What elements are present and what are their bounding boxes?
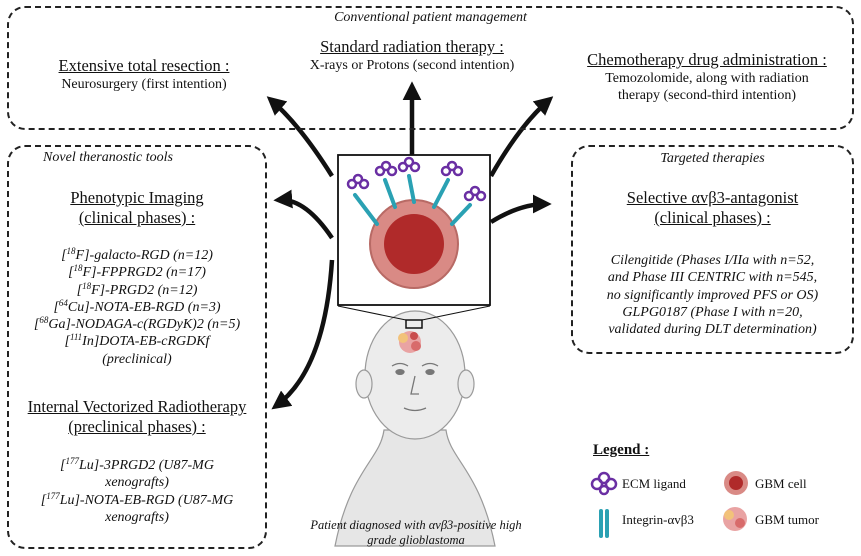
arrows bbox=[266, 81, 554, 410]
radiation-block: Standard radiation therapy : X-rays or P… bbox=[280, 37, 544, 74]
radiotherapy-block: Internal Vectorized Radiotherapy (precli… bbox=[6, 397, 268, 437]
imaging-item-1: [18F]-galacto-RGD (n=12) bbox=[61, 246, 213, 264]
chemo-detail-2: therapy (second-third intention) bbox=[617, 88, 797, 103]
radiotherapy-item-2b: xenografts) bbox=[105, 509, 169, 525]
theranostic-box bbox=[7, 145, 267, 549]
legend-label-integrin: Integrin-αvβ3 bbox=[622, 512, 694, 527]
targeted-line-4: GLPG0187 (Phase I with n=20, bbox=[622, 304, 803, 320]
imaging-item-5: [68Ga]-NODAGA-c(RGDyK)2 (n=5) bbox=[33, 315, 241, 333]
legend-label-gbm-tumor: GBM tumor bbox=[755, 512, 819, 527]
imaging-item-3: [18F]-PRGD2 (n=12) bbox=[76, 280, 198, 298]
radiotherapy-list: [177Lu]-3PRGD2 (U87-MG xenografts) [177L… bbox=[10, 457, 264, 526]
arrow-to-resection bbox=[266, 96, 334, 178]
radiotherapy-item-1b: xenografts) bbox=[105, 475, 169, 491]
targeted-therapies-box bbox=[571, 145, 854, 354]
targeted-heading-2: (clinical phases) : bbox=[654, 208, 771, 227]
legend-label-gbm-cell: GBM cell bbox=[755, 476, 807, 491]
legend-title: Legend : bbox=[593, 442, 650, 458]
patient-caption: Patient diagnosed with αvβ3-positive hig… bbox=[286, 518, 546, 548]
patient-face bbox=[391, 362, 439, 412]
arrow-to-chemo bbox=[489, 96, 554, 178]
arrow-to-targeted bbox=[489, 194, 552, 224]
gbm-tumor-icon bbox=[723, 507, 747, 531]
theranostic-title: Novel theranostic tools bbox=[43, 150, 173, 165]
chemo-heading: Chemotherapy drug administration : bbox=[587, 50, 827, 69]
imaging-list: [18F]-galacto-RGD (n=12) [18F]-FPPRGD2 (… bbox=[10, 247, 264, 368]
arrow-to-imaging bbox=[273, 189, 334, 240]
head-tumor-icon bbox=[337, 305, 491, 353]
imaging-item-last: (preclinical) bbox=[102, 351, 172, 367]
radiotherapy-heading-1: Internal Vectorized Radiotherapy bbox=[27, 397, 247, 416]
chemo-detail-1: Temozolomide, along with radiation bbox=[605, 71, 809, 86]
imaging-heading-2: (clinical phases) : bbox=[78, 208, 196, 227]
patient-caption-line-2: grade glioblastoma bbox=[367, 533, 465, 547]
gbm-cell-icon bbox=[724, 471, 748, 495]
targeted-heading-1: Selective αvβ3-antagonist bbox=[626, 188, 799, 207]
patient-head-illustration bbox=[334, 310, 496, 547]
ligands-zoom bbox=[346, 156, 487, 202]
integrin-icon bbox=[599, 509, 609, 538]
imaging-item-6: [111In]DOTA-EB-cRGDKf bbox=[64, 332, 210, 350]
resection-detail: Neurosurgery (first intention) bbox=[61, 77, 227, 92]
gbm-cell-zoom bbox=[369, 199, 459, 289]
conventional-management-box bbox=[7, 6, 854, 130]
imaging-item-4: [64Cu]-NOTA-EB-RGD (n=3) bbox=[53, 297, 221, 315]
conventional-title: Conventional patient management bbox=[334, 10, 527, 25]
targeted-title: Targeted therapies bbox=[660, 151, 765, 166]
targeted-line-1: Cilengitide (Phases I/IIa with n=52, bbox=[610, 253, 815, 268]
imaging-block: Phenotypic Imaging (clinical phases) : bbox=[10, 188, 264, 228]
integrins-zoom bbox=[353, 174, 472, 226]
patient-caption-line-1: Patient diagnosed with αvβ3-positive hig… bbox=[310, 518, 522, 532]
radiotherapy-heading-2: (preclinical phases) : bbox=[68, 417, 206, 436]
resection-heading: Extensive total resection : bbox=[58, 56, 230, 75]
imaging-heading-1: Phenotypic Imaging bbox=[70, 188, 204, 207]
arrow-to-radiotherapy bbox=[271, 259, 335, 410]
targeted-line-5: validated during DLT determination) bbox=[608, 322, 817, 338]
targeted-list: Cilengitide (Phases I/IIa with n=52, and… bbox=[571, 252, 854, 338]
ecm-ligand-icon bbox=[590, 471, 618, 496]
targeted-line-3: no significantly improved PFS or OS) bbox=[606, 287, 819, 303]
imaging-item-2: [18F]-FPPRGD2 (n=17) bbox=[68, 263, 206, 281]
radiation-detail: X-rays or Protons (second intention) bbox=[309, 58, 515, 73]
targeted-line-2: and Phase III CENTRIC with n=545, bbox=[607, 270, 818, 286]
chemo-block: Chemotherapy drug administration : Temoz… bbox=[562, 50, 852, 104]
radiation-heading: Standard radiation therapy : bbox=[320, 37, 504, 56]
radiotherapy-item-1a: [177Lu]-3PRGD2 (U87-MG bbox=[60, 456, 214, 474]
targeted-heading-block: Selective αvβ3-antagonist (clinical phas… bbox=[571, 188, 854, 228]
resection-block: Extensive total resection : Neurosurgery… bbox=[10, 56, 278, 93]
legend-label-ecm: ECM ligand bbox=[622, 476, 686, 491]
radiotherapy-item-2a: [177Lu]-NOTA-EB-RGD (U87-MG bbox=[40, 490, 234, 508]
